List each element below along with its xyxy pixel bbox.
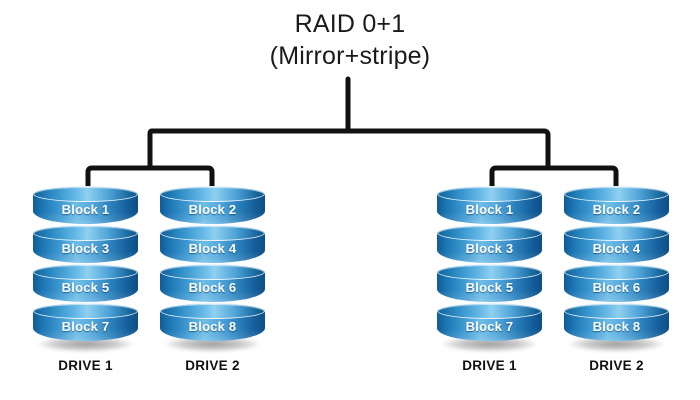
disk-top-face bbox=[564, 303, 669, 319]
drive-right-1[interactable]: Block 1 Block 3 Block 5 Block 7 bbox=[437, 186, 542, 373]
title-line-secondary: (Mirror+stripe) bbox=[269, 42, 431, 70]
disk-block-label: Block 2 bbox=[188, 202, 237, 217]
disk-top-face bbox=[160, 186, 265, 202]
drive-left-2[interactable]: Block 2 Block 4 Block 6 Block 8 bbox=[160, 186, 265, 373]
drive-shadow bbox=[568, 336, 665, 352]
disk-block[interactable]: Block 2 bbox=[564, 186, 669, 226]
disk-block[interactable]: Block 8 bbox=[564, 303, 669, 343]
disk-block[interactable]: Block 7 bbox=[437, 303, 542, 343]
drive-stack: Block 2 Block 4 Block 6 Block 8 bbox=[564, 186, 669, 352]
disk-top-face bbox=[160, 303, 265, 319]
connector-main-bus bbox=[147, 128, 551, 171]
drive-shadow bbox=[164, 336, 261, 352]
title-line-primary: RAID 0+1 bbox=[294, 10, 406, 38]
disk-block-label: Block 5 bbox=[61, 280, 110, 295]
disk-block[interactable]: Block 7 bbox=[33, 303, 138, 343]
disk-block[interactable]: Block 4 bbox=[160, 225, 265, 265]
disk-block-label: Block 6 bbox=[188, 280, 237, 295]
disk-block[interactable]: Block 5 bbox=[33, 264, 138, 304]
disk-block-label: Block 6 bbox=[592, 280, 641, 295]
disk-top-face bbox=[437, 303, 542, 319]
disk-block-label: Block 5 bbox=[465, 280, 514, 295]
disk-block-label: Block 2 bbox=[592, 202, 641, 217]
drive-caption: DRIVE 1 bbox=[58, 358, 113, 373]
disk-block[interactable]: Block 6 bbox=[160, 264, 265, 304]
drive-stack: Block 2 Block 4 Block 6 Block 8 bbox=[160, 186, 265, 352]
disk-block-label: Block 4 bbox=[592, 241, 641, 256]
diagram-title: RAID 0+1 (Mirror+stripe) bbox=[0, 8, 700, 72]
disk-top-face bbox=[160, 225, 265, 241]
disk-block-label: Block 7 bbox=[61, 319, 110, 334]
disk-top-face bbox=[564, 264, 669, 280]
disk-block-label: Block 8 bbox=[188, 319, 237, 334]
disk-block-label: Block 3 bbox=[61, 241, 110, 256]
disk-block[interactable]: Block 2 bbox=[160, 186, 265, 226]
disk-top-face bbox=[437, 264, 542, 280]
disk-top-face bbox=[33, 225, 138, 241]
disk-block-label: Block 1 bbox=[465, 202, 514, 217]
disk-top-face bbox=[564, 225, 669, 241]
drive-stack: Block 1 Block 3 Block 5 Block 7 bbox=[437, 186, 542, 352]
disk-top-face bbox=[564, 186, 669, 202]
disk-block[interactable]: Block 6 bbox=[564, 264, 669, 304]
drive-caption: DRIVE 2 bbox=[589, 358, 644, 373]
disk-block[interactable]: Block 1 bbox=[33, 186, 138, 226]
disk-block-label: Block 4 bbox=[188, 241, 237, 256]
disk-top-face bbox=[160, 264, 265, 280]
disk-top-face bbox=[33, 264, 138, 280]
drive-caption: DRIVE 1 bbox=[462, 358, 517, 373]
disk-block-label: Block 1 bbox=[61, 202, 110, 217]
disk-block-label: Block 7 bbox=[465, 319, 514, 334]
drive-left-1[interactable]: Block 1 Block 3 Block 5 Block 7 bbox=[33, 186, 138, 373]
disk-block-label: Block 3 bbox=[465, 241, 514, 256]
drive-right-2[interactable]: Block 2 Block 4 Block 6 Block 8 bbox=[564, 186, 669, 373]
disk-block[interactable]: Block 3 bbox=[437, 225, 542, 265]
disk-block[interactable]: Block 8 bbox=[160, 303, 265, 343]
disk-block-label: Block 8 bbox=[592, 319, 641, 334]
drive-stack: Block 1 Block 3 Block 5 Block 7 bbox=[33, 186, 138, 352]
disk-top-face bbox=[33, 303, 138, 319]
drive-caption: DRIVE 2 bbox=[185, 358, 240, 373]
disk-block[interactable]: Block 4 bbox=[564, 225, 669, 265]
disk-block[interactable]: Block 1 bbox=[437, 186, 542, 226]
disk-block[interactable]: Block 5 bbox=[437, 264, 542, 304]
disk-top-face bbox=[33, 186, 138, 202]
disk-top-face bbox=[437, 186, 542, 202]
disk-block[interactable]: Block 3 bbox=[33, 225, 138, 265]
drive-shadow bbox=[441, 336, 538, 352]
drive-shadow bbox=[37, 336, 134, 352]
disk-top-face bbox=[437, 225, 542, 241]
